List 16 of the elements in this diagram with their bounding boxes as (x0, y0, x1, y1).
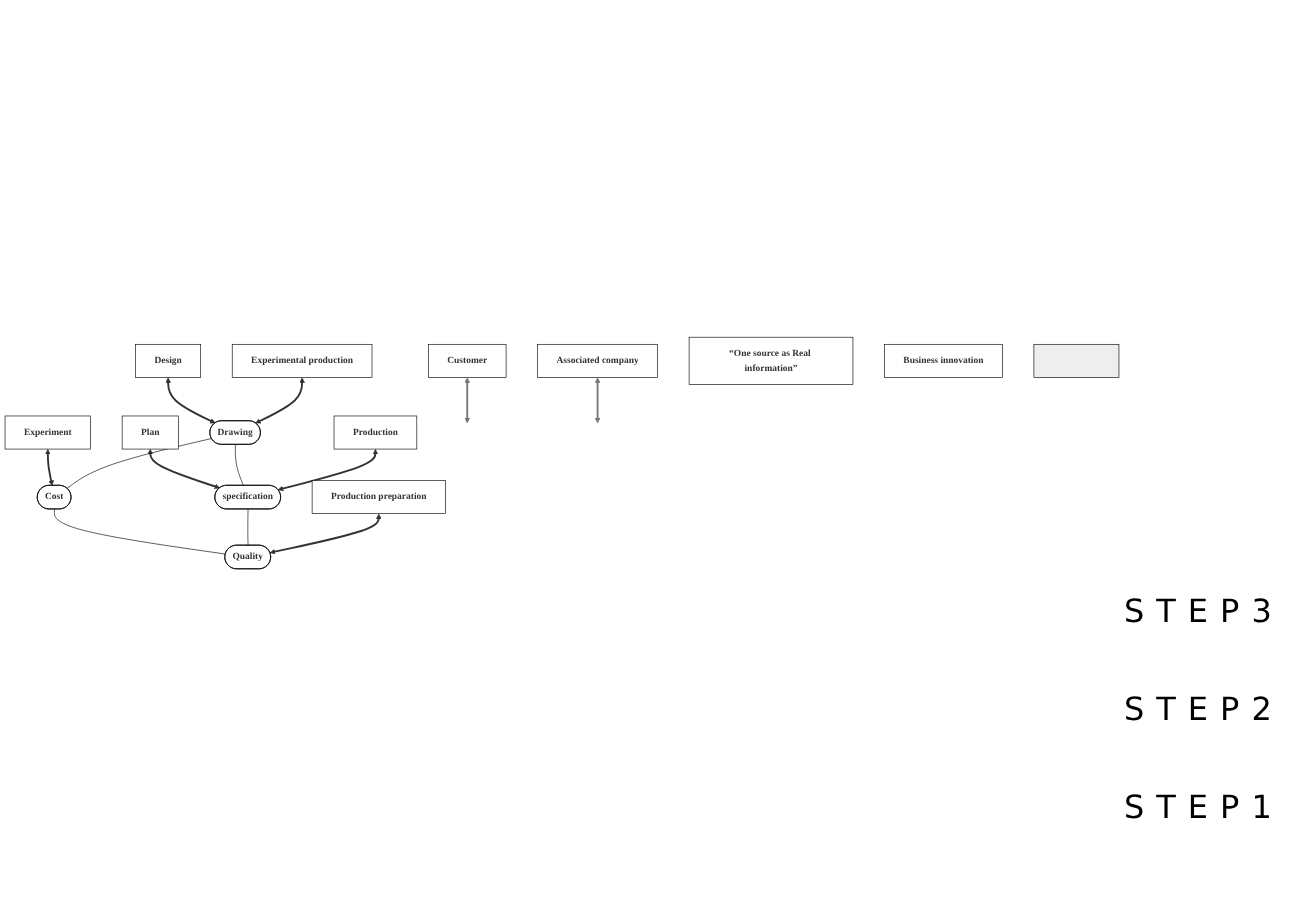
arrow (277, 449, 379, 492)
arrow (594, 377, 601, 424)
connector (235, 444, 244, 486)
step-label: STEP3 (1124, 592, 1286, 630)
step-label: STEP1 (1124, 788, 1286, 826)
arrow (165, 377, 216, 424)
connector (54, 508, 226, 555)
arrow (464, 377, 470, 424)
arrow (255, 377, 305, 424)
arrow (269, 513, 382, 555)
connector (247, 508, 249, 546)
arrow (147, 449, 220, 490)
node-bar (1033, 344, 1120, 378)
step-label: STEP2 (1124, 690, 1286, 728)
arrow (45, 449, 54, 486)
connector (66, 438, 212, 489)
